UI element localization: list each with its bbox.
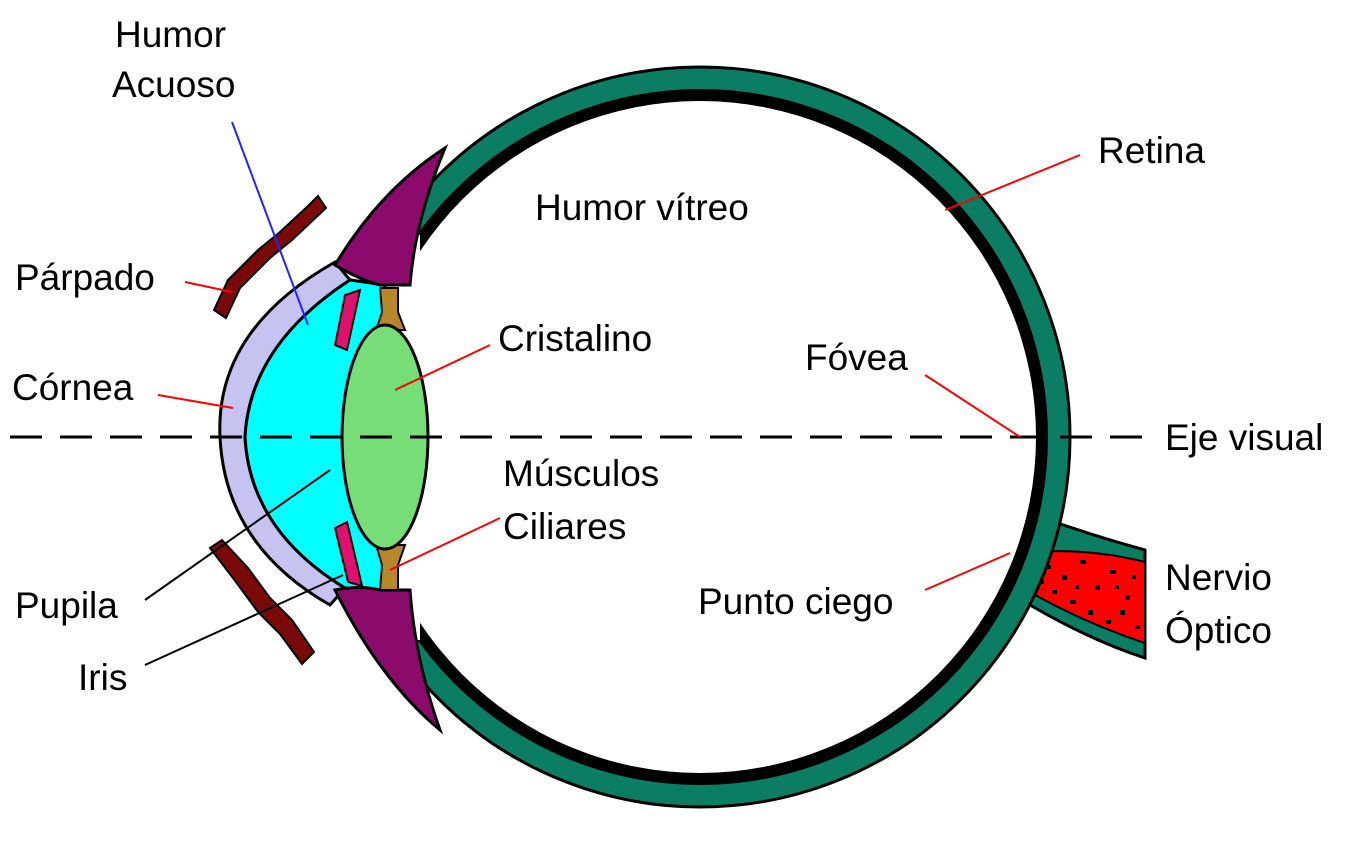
label-cristalino: Cristalino <box>498 318 652 359</box>
label-humor-vitreo: Humor vítreo <box>535 187 749 228</box>
label-iris: Iris <box>78 657 127 698</box>
label-musculos-line2: Ciliares <box>503 506 626 547</box>
label-musculos-line1: Músculos <box>503 453 659 494</box>
label-humor-acuoso-line2: Acuoso <box>112 64 235 105</box>
label-humor-acuoso-line1: Humor <box>115 14 226 55</box>
label-fovea: Fóvea <box>805 337 908 378</box>
label-retina: Retina <box>1098 130 1205 171</box>
label-punto-ciego: Punto ciego <box>698 581 893 622</box>
label-nervio-line2: Óptico <box>1165 610 1272 651</box>
label-nervio-line1: Nervio <box>1165 557 1272 598</box>
label-parpado: Párpado <box>15 257 155 298</box>
label-cornea: Córnea <box>12 367 134 408</box>
label-pupila: Pupila <box>15 585 118 626</box>
label-eje-visual: Eje visual <box>1165 417 1323 458</box>
